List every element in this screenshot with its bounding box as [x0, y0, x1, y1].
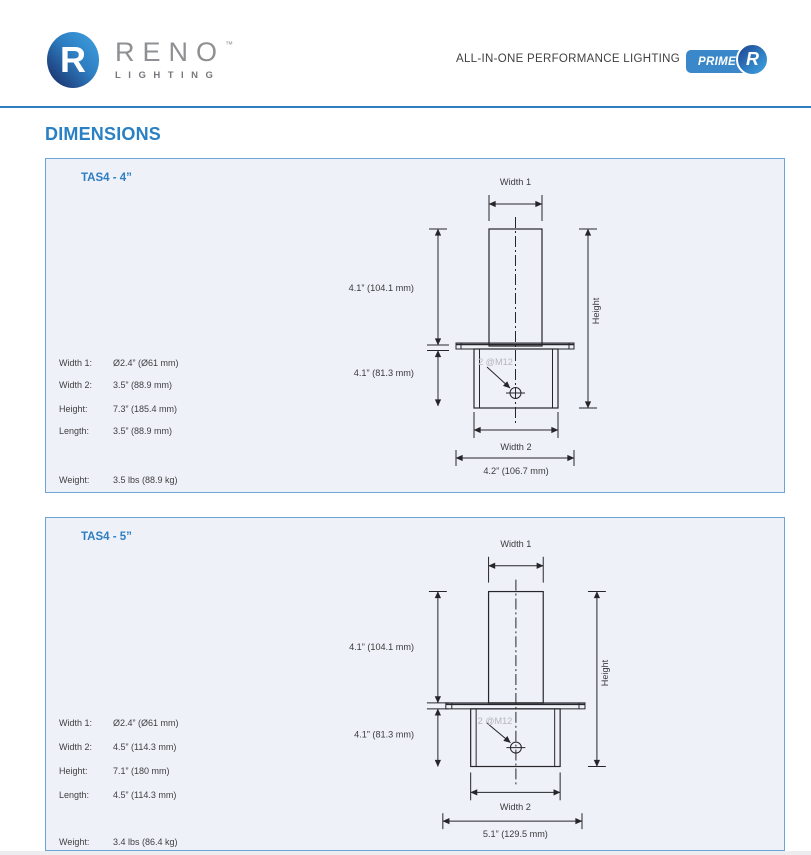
prime-r-icon: R	[736, 43, 769, 76]
diagram-tas4-4: Width 1 4.1” (104.1 mm) 4.1” (81.3 mm) 2…	[349, 177, 601, 476]
reno-logo-icon: R	[47, 32, 99, 88]
brand-name-text: RENO	[115, 37, 226, 67]
spec-label: Height:	[59, 404, 88, 414]
tagline: ALL-IN-ONE PERFORMANCE LIGHTING	[456, 53, 680, 65]
height-label: Height	[591, 297, 601, 324]
width1-label: Width 1	[500, 177, 531, 187]
prime-label: PRIME	[686, 50, 748, 73]
spec-value: 4.5” (114.3 mm)	[113, 790, 177, 800]
spec-label: Weight:	[59, 475, 90, 485]
panel-title: TAS4 - 4”	[81, 172, 132, 184]
spec-label: Width 1:	[59, 358, 93, 368]
diagram-tas4-5: Width 1 4.1” (104.1 mm) 4.1” (81.3 mm) 2…	[349, 539, 610, 839]
brand-subtitle: LIGHTING	[115, 70, 221, 81]
spec-row-width2: Width 2: 3.5” (88.9 mm)	[59, 380, 172, 390]
brand-name: RENO™	[115, 39, 233, 66]
spec-value: 7.3” (185.4 mm)	[113, 404, 178, 414]
bottom-dim-label: 4.2” (106.7 mm)	[483, 466, 548, 476]
spec-value: 7.1” (180 mm)	[113, 766, 170, 776]
header: R RENO™ LIGHTING ALL-IN-ONE PERFORMANCE …	[0, 0, 811, 107]
reno-logo: R RENO™ LIGHTING	[44, 31, 233, 89]
spec-label: Width 1:	[59, 718, 93, 728]
bottom-dim-label: 5.1” (129.5 mm)	[483, 829, 548, 839]
page-bottom-edge	[0, 851, 811, 855]
panel-title: TAS4 - 5”	[81, 531, 132, 543]
width1-label: Width 1	[500, 539, 531, 549]
spec-row-height: Height: 7.1” (180 mm)	[59, 766, 170, 776]
spec-row-width2: Width 2: 4.5” (114.3 mm)	[59, 742, 176, 752]
spec-label: Length:	[59, 790, 90, 800]
bolt-label: 2 @M12	[478, 357, 513, 367]
spec-value: 4.5” (114.3 mm)	[113, 742, 177, 752]
spec-value: Ø2.4” (Ø61 mm)	[113, 358, 179, 368]
panel-tas4-4: TAS4 - 4” Width 1: Ø2.4” (Ø61 mm) Width 2…	[45, 158, 785, 493]
spec-label: Width 2:	[59, 380, 93, 390]
housing	[470, 708, 561, 768]
spec-label: Weight:	[59, 837, 90, 847]
spec-list: Width 1: Ø2.4” (Ø61 mm) Width 2: 3.5” (88.…	[59, 159, 379, 492]
housing	[473, 348, 559, 409]
spec-label: Length:	[59, 426, 90, 436]
spec-value: 3.5” (88.9 mm)	[113, 426, 173, 436]
spec-value: 3.5” (88.9 mm)	[113, 380, 173, 390]
spec-list: Width 1: Ø2.4” (Ø61 mm) Width 2: 4.5” (114…	[59, 518, 379, 850]
spec-row-length: Length: 3.5” (88.9 mm)	[59, 426, 172, 436]
bolt-leader-arrow	[486, 366, 511, 389]
width2-label: Width 2	[500, 442, 531, 452]
width2-label: Width 2	[500, 802, 531, 812]
upper-dim-label: 4.1” (104.1 mm)	[349, 642, 414, 652]
spec-value: 3.4 lbs (86.4 kg)	[113, 837, 178, 847]
spec-row-length: Length: 4.5” (114.3 mm)	[59, 790, 176, 800]
panel-tas4-5: TAS4 - 5” Width 1: Ø2.4” (Ø61 mm) Width 2…	[45, 517, 785, 851]
lower-dim-label: 4.1” (81.3 mm)	[354, 368, 414, 378]
page-title: DIMENSIONS	[45, 124, 162, 144]
spec-row-width1: Width 1: Ø2.4” (Ø61 mm)	[59, 718, 179, 728]
spec-label: Height:	[59, 766, 88, 776]
spec-row-weight: Weight: 3.5 lbs (88.9 kg)	[59, 475, 178, 485]
trademark-symbol: ™	[225, 40, 234, 49]
prime-badge: PRIME R	[686, 41, 770, 79]
logo-r-glyph: R	[60, 39, 86, 80]
bolt-leader-arrow	[486, 722, 511, 744]
spec-row-width1: Width 1: Ø2.4” (Ø61 mm)	[59, 358, 179, 368]
lower-dim-label: 4.1” (81.3 mm)	[354, 730, 414, 740]
logo-wordmark: RENO™ LIGHTING	[115, 39, 233, 82]
upper-dim-label: 4.1” (104.1 mm)	[349, 283, 414, 293]
spec-row-height: Height: 7.3” (185.4 mm)	[59, 404, 177, 414]
height-label: Height	[600, 659, 610, 686]
spec-value: Ø2.4” (Ø61 mm)	[113, 718, 179, 728]
bolt-label: 2 @M12	[478, 716, 513, 726]
header-divider	[0, 106, 811, 108]
spec-value: 3.5 lbs (88.9 kg)	[113, 475, 178, 485]
spec-label: Width 2:	[59, 742, 93, 752]
spec-row-weight: Weight: 3.4 lbs (86.4 kg)	[59, 837, 178, 847]
